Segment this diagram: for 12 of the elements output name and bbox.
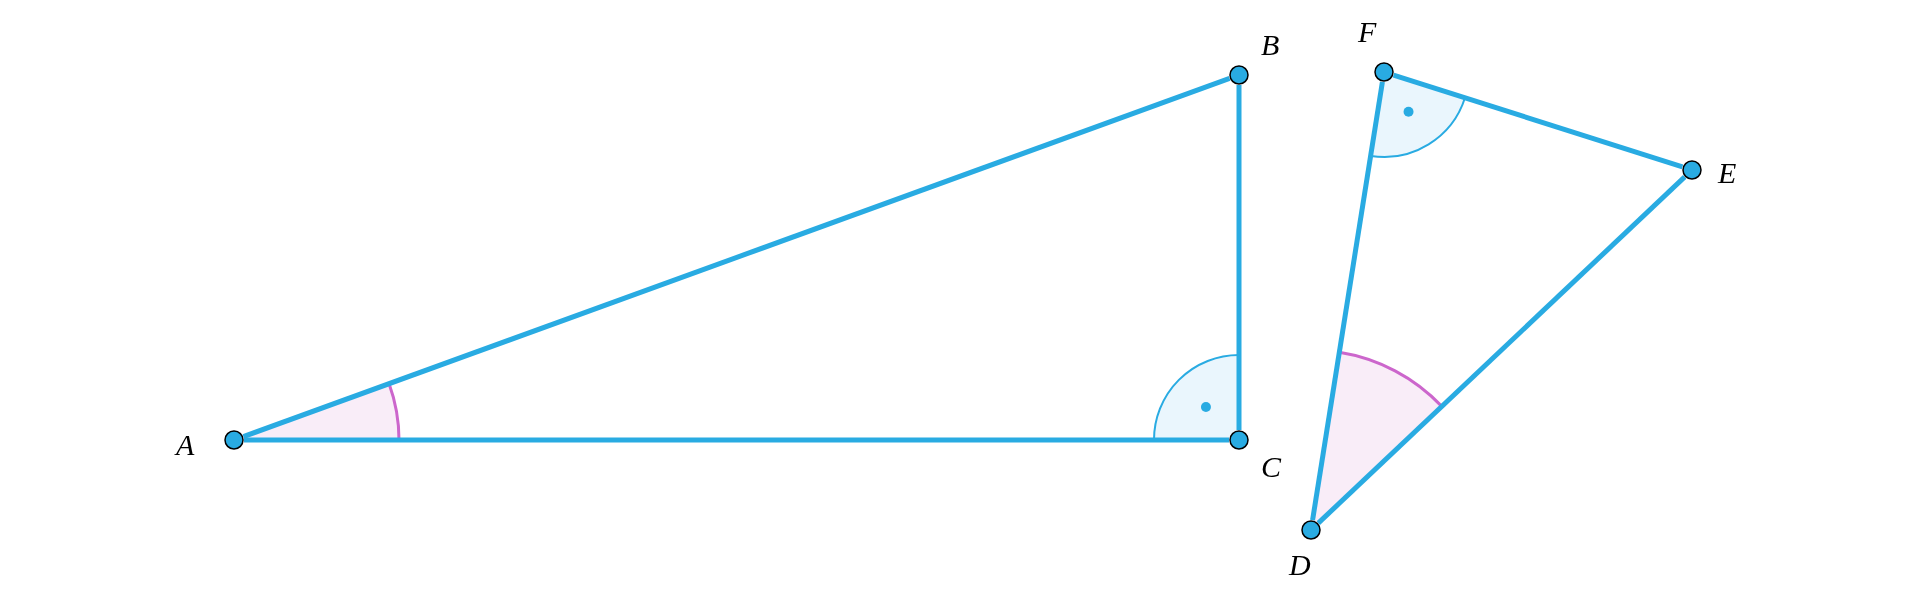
vertex-label: B bbox=[1261, 30, 1280, 60]
triangle-side bbox=[1236, 85, 1242, 430]
vertex-label: D bbox=[1289, 550, 1311, 580]
vertex-label: F bbox=[1358, 17, 1377, 47]
triangle-side bbox=[1316, 175, 1687, 525]
vertex-label: C bbox=[1261, 452, 1281, 482]
triangle-side bbox=[244, 437, 1229, 443]
triangle-side bbox=[242, 76, 1231, 439]
vertex-label: A bbox=[176, 430, 195, 460]
triangle-side bbox=[1392, 72, 1684, 170]
triangle-side bbox=[1310, 81, 1385, 521]
vertex-label: E bbox=[1718, 158, 1737, 188]
